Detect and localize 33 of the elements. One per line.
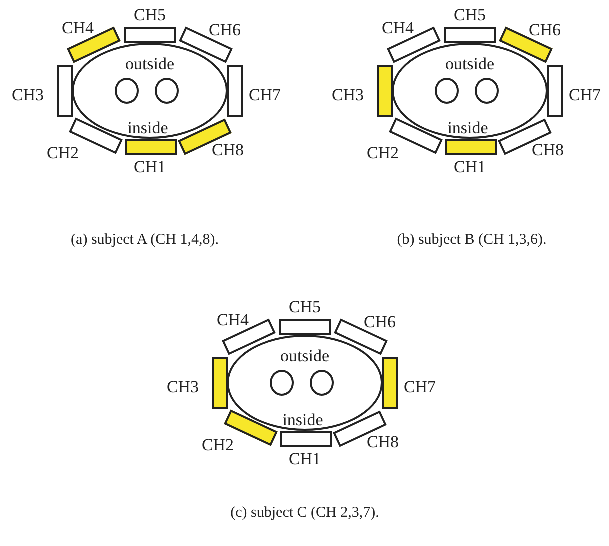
channel-label: CH3 <box>332 86 364 104</box>
region-label: inside <box>448 120 488 136</box>
figure-caption: (b) subject B (CH 1,3,6). <box>397 232 547 249</box>
region-label: inside <box>282 412 324 428</box>
channel-label: CH4 <box>62 20 94 36</box>
channel-label: CH4 <box>382 20 414 36</box>
channel-label: CH6 <box>528 22 562 38</box>
channel-label: CH5 <box>288 298 322 316</box>
channel-label: CH8 <box>532 142 564 158</box>
channel-label: CH8 <box>212 142 244 158</box>
channel-label: CH5 <box>454 6 486 24</box>
region-label: outside <box>445 56 495 72</box>
channel-label: CH5 <box>134 6 166 24</box>
channel-label: CH2 <box>46 144 80 162</box>
channel-label: CH3 <box>12 86 44 104</box>
region-label: outside <box>280 348 330 364</box>
figure-caption: (c) subject C (CH 2,3,7). <box>230 505 380 522</box>
channel-label: CH7 <box>404 378 436 396</box>
channel-label: CH7 <box>568 86 602 104</box>
channel-label: CH6 <box>208 22 242 38</box>
channel-label: CH2 <box>366 144 400 162</box>
region-label: inside <box>128 120 168 136</box>
channel-label: CH1 <box>134 158 166 176</box>
channel-label: CH4 <box>216 312 250 328</box>
channel-label: CH1 <box>454 158 486 176</box>
figure-caption: (a) subject A (CH 1,4,8). <box>71 232 219 249</box>
channel-label: CH6 <box>364 314 396 330</box>
channel-label: CH2 <box>202 436 234 454</box>
channel-label: CH7 <box>248 86 282 104</box>
region-label: outside <box>125 56 175 72</box>
channel-label: CH1 <box>288 450 322 468</box>
channel-label: CH8 <box>366 434 400 450</box>
channel-label: CH3 <box>166 378 200 396</box>
